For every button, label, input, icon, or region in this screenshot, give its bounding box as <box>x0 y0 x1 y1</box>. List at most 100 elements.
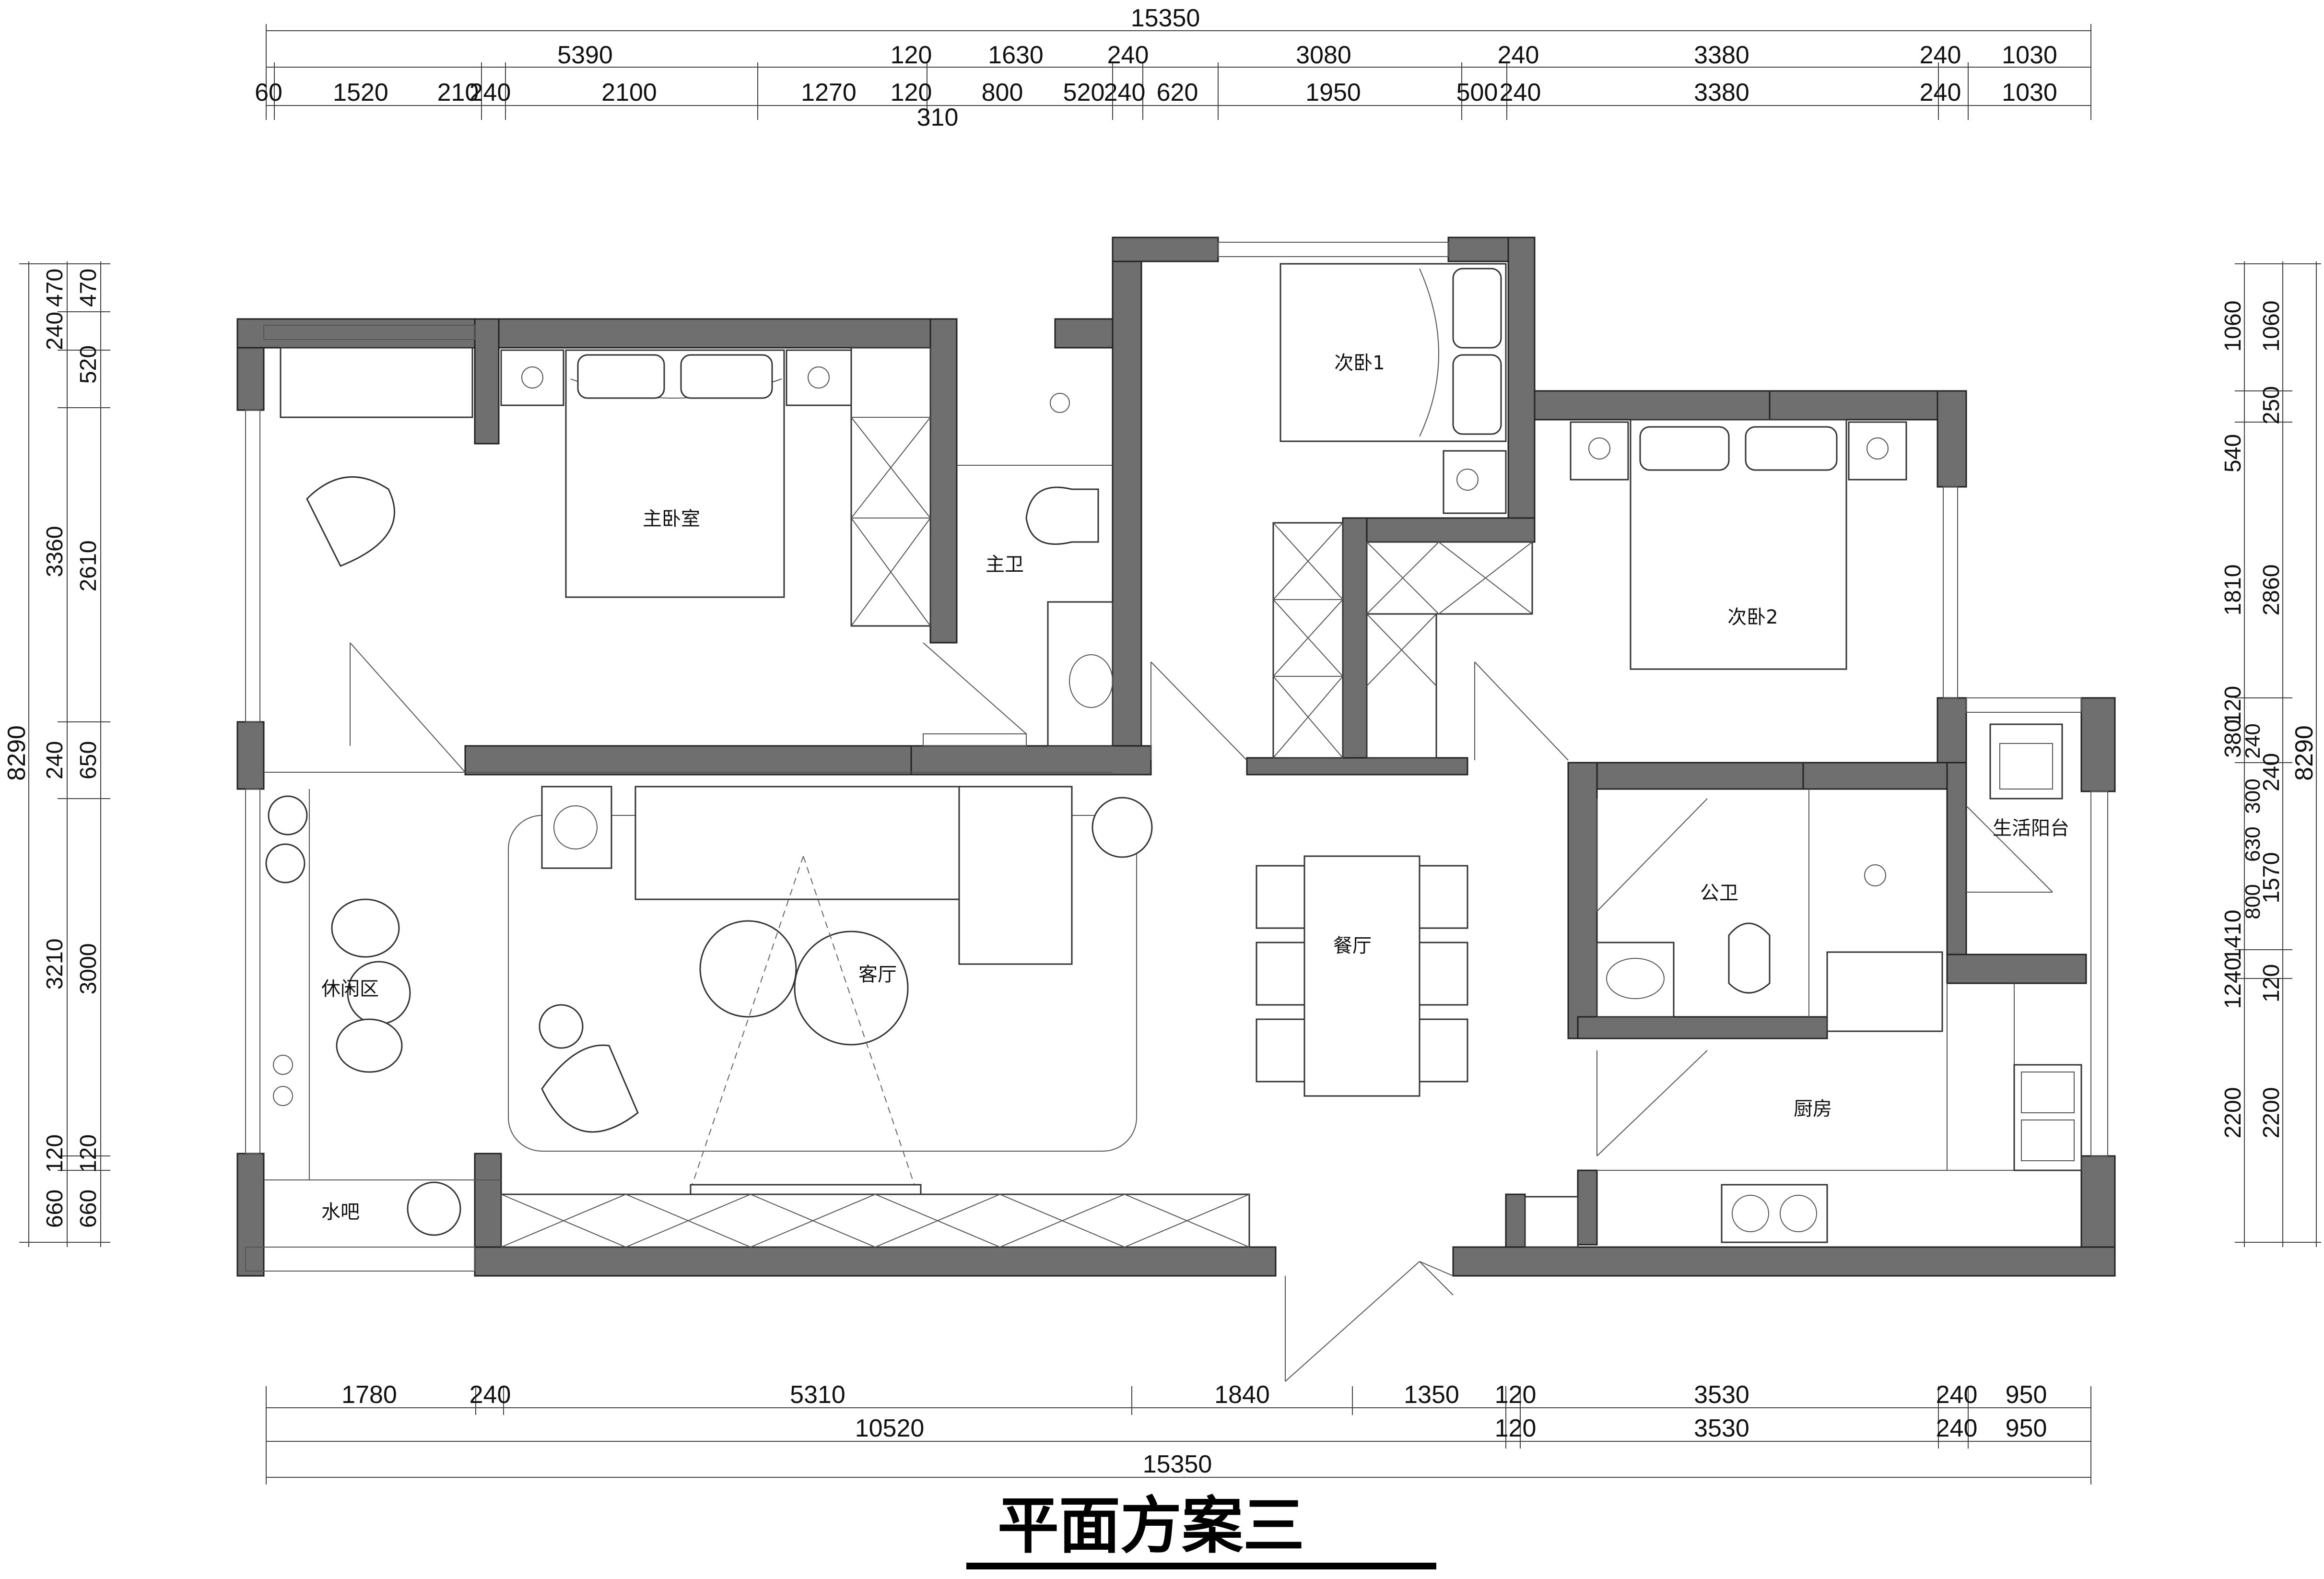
top-dim: 1630 <box>988 41 1044 69</box>
top-dim: 240 <box>1104 79 1146 106</box>
top-dim: 120 <box>891 79 932 106</box>
left-dim: 120 <box>76 1134 101 1173</box>
bottom-dim: 240 <box>469 1381 511 1409</box>
label-public-bath: 公卫 <box>1700 882 1738 904</box>
right-total-dim: 8290 <box>2290 725 2318 781</box>
top-dim: 210 <box>437 79 479 106</box>
walls <box>236 236 2116 1277</box>
bottom-dim: 1350 <box>1404 1381 1459 1409</box>
left-dim: 660 <box>42 1190 68 1228</box>
label-dining-room: 餐厅 <box>1333 935 1372 957</box>
right-dim: 1060 <box>2259 301 2284 352</box>
top-dim: 1270 <box>801 79 857 106</box>
top-dim: 520 <box>1063 79 1105 106</box>
left-dim: 120 <box>42 1134 68 1173</box>
right-dim: 120 <box>2220 686 2246 724</box>
bottom-dim: 3530 <box>1694 1381 1749 1409</box>
left-dim: 650 <box>76 741 101 779</box>
label-master-bath: 主卫 <box>986 554 1024 576</box>
left-dim: 3000 <box>76 943 101 995</box>
right-dim: 1060 <box>2220 301 2246 352</box>
top-dim: 3080 <box>1296 41 1351 69</box>
top-dim: 1030 <box>2002 41 2057 69</box>
bottom-dim: 5310 <box>790 1381 845 1409</box>
label-utility-balcony: 生活阳台 <box>1993 817 2069 839</box>
plan-title: 平面方案三 <box>998 1490 1304 1562</box>
room-labels: 主卧室 主卫 次卧1 次卧2 客厅 餐厅 休闲区 水吧 公卫 生活阳台 厨房 <box>321 352 2069 1223</box>
bottom-dim: 240 <box>1936 1381 1978 1409</box>
bottom-dim: 120 <box>1495 1381 1537 1409</box>
right-dim: 1410 <box>2220 910 2246 961</box>
title-underline <box>966 1563 1436 1569</box>
left-total-dim: 8290 <box>3 725 31 781</box>
label-water-bar: 水吧 <box>321 1201 360 1223</box>
left-dim: 470 <box>42 269 68 307</box>
right-dim: 240 <box>2241 723 2265 758</box>
top-dim: 800 <box>982 79 1023 106</box>
top-dim: 240 <box>1500 79 1541 106</box>
right-dim: 2200 <box>2259 1087 2284 1139</box>
right-dim: 250 <box>2259 386 2284 424</box>
left-dim: 3360 <box>42 526 68 577</box>
doors-and-partitions <box>264 465 2053 1382</box>
top-dim: 1950 <box>1305 79 1361 106</box>
left-dim: 240 <box>42 312 68 350</box>
bottom-dim: 1780 <box>341 1381 397 1409</box>
left-dim: 660 <box>76 1190 101 1228</box>
left-dim: 470 <box>76 269 101 307</box>
top-dim: 120 <box>891 41 932 69</box>
top-dim: 240 <box>1920 79 1961 106</box>
bottom-dim: 10520 <box>855 1414 925 1442</box>
windows <box>245 242 2108 1272</box>
bottom-dim: 240 <box>1936 1414 1978 1442</box>
bottom-dim: 3530 <box>1694 1414 1749 1442</box>
right-dim: 630 <box>2241 826 2265 861</box>
top-dim: 240 <box>1920 41 1961 69</box>
left-dim: 2610 <box>76 541 101 592</box>
label-master-bedroom: 主卧室 <box>643 508 700 530</box>
bottom-dim: 950 <box>2006 1381 2047 1409</box>
bottom-dim: 1840 <box>1214 1381 1270 1409</box>
top-dimensions: 15350 5390 120 1630 240 3080 240 3380 24… <box>255 4 2091 131</box>
label-kitchen: 厨房 <box>1794 1098 1832 1120</box>
top-dim: 3380 <box>1694 79 1749 106</box>
top-dim: 2100 <box>601 79 657 106</box>
left-dim: 520 <box>76 345 101 384</box>
right-dim: 380 <box>2220 719 2246 758</box>
right-dimensions: 8290 1060 540 1810 120 380 1410 1240 220… <box>2220 261 2321 1247</box>
right-dim: 800 <box>2241 884 2265 919</box>
top-dim: 1030 <box>2002 79 2057 106</box>
right-dim: 1570 <box>2259 852 2284 904</box>
furniture <box>265 263 2082 1248</box>
right-dim: 240 <box>2259 753 2284 791</box>
right-dim: 1810 <box>2220 565 2246 616</box>
right-dim: 540 <box>2220 434 2246 472</box>
left-dim: 3210 <box>42 939 68 990</box>
top-dim: 3380 <box>1694 41 1749 69</box>
right-dim: 2860 <box>2259 565 2284 616</box>
top-dim: 620 <box>1157 79 1198 106</box>
top-dim: 240 <box>1498 41 1539 69</box>
bottom-dim: 120 <box>1495 1414 1537 1442</box>
bottom-total-dim: 15350 <box>1143 1450 1212 1478</box>
left-dim: 240 <box>42 741 68 779</box>
top-total-dim: 15350 <box>1131 4 1200 32</box>
bottom-dim: 950 <box>2006 1414 2047 1442</box>
top-dim: 240 <box>1107 41 1149 69</box>
top-dim: 1520 <box>333 79 388 106</box>
label-leisure-area: 休闲区 <box>321 978 379 1000</box>
bottom-dimensions: 1780 240 5310 1840 1350 120 3530 240 950… <box>266 1381 2091 1485</box>
plan-title-group: 平面方案三 <box>966 1490 1436 1569</box>
label-bedroom1: 次卧1 <box>1334 352 1385 374</box>
right-dim: 120 <box>2259 964 2284 1002</box>
label-bedroom2: 次卧2 <box>1727 606 1778 628</box>
left-dimensions: 8290 470 240 3360 240 3210 120 660 470 5… <box>3 261 110 1247</box>
top-dim: 310 <box>917 104 959 131</box>
top-dim: 60 <box>255 79 282 106</box>
top-dim: 240 <box>469 79 511 106</box>
right-dim: 300 <box>2241 778 2265 813</box>
right-dim: 1240 <box>2220 958 2246 1009</box>
right-dim: 2200 <box>2220 1087 2246 1139</box>
top-dim: 5390 <box>557 41 613 69</box>
